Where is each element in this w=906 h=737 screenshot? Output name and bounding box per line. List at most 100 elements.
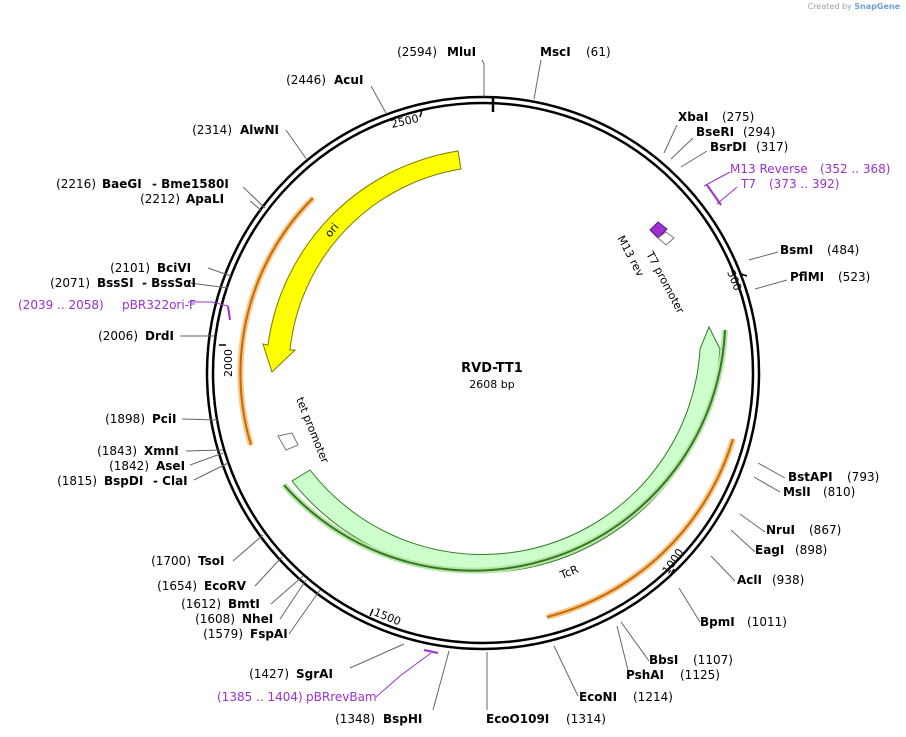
tsoi-pos: (1700) — [151, 554, 191, 568]
bstapi-name[interactable]: BstAPI — [788, 470, 833, 484]
bsrdi-name[interactable]: BsrDI — [710, 140, 747, 154]
bspdi-name[interactable]: BspDI — [104, 474, 143, 488]
bcivi-pos: (2101) — [110, 261, 150, 275]
bsssi-pos: (2071) — [50, 276, 90, 290]
leader-bbsi — [620, 621, 650, 662]
ecorv-name[interactable]: EcoRV — [204, 579, 247, 593]
pcii-pos: (1898) — [105, 412, 145, 426]
t7-name[interactable]: T7 — [740, 177, 756, 191]
mlui-name[interactable]: MluI — [447, 45, 476, 59]
leader-t7 — [716, 186, 738, 205]
eagi-name[interactable]: EagI — [755, 543, 784, 557]
alwni-name[interactable]: AlwNI — [240, 123, 279, 137]
baegi-name[interactable]: BaeGI — [102, 177, 142, 191]
leader-ecorv — [254, 556, 283, 587]
bbsi-name[interactable]: BbsI — [649, 653, 678, 667]
leader-mlui — [481, 59, 485, 97]
bpmi-pos: (1011) — [747, 615, 787, 629]
pcii-name[interactable]: PciI — [152, 412, 177, 426]
nhei-name[interactable]: NheI — [242, 612, 273, 626]
tick-label-2000: 2000 — [222, 349, 235, 377]
t7-range: (373 .. 392) — [769, 177, 839, 191]
plasmid-name: RVD-TT1 — [461, 361, 523, 376]
leader-apali — [249, 200, 263, 212]
bsphi-name[interactable]: BspHI — [383, 712, 422, 726]
bcivi-name[interactable]: BciVI — [157, 261, 191, 275]
leader-bseri — [670, 137, 694, 160]
bsssi-name[interactable]: BssSI — [97, 276, 134, 290]
leader-alwni — [285, 129, 308, 161]
leader-tsoi — [232, 534, 264, 562]
acii-name[interactable]: AclI — [737, 573, 762, 587]
leader-bsrdi — [680, 150, 708, 168]
leader-acii — [710, 555, 736, 582]
bsrdi-pos: (317) — [756, 140, 788, 154]
orange-arc-left[interactable] — [239, 197, 314, 446]
m13-rev-arrow[interactable] — [649, 221, 668, 239]
backbone-inner — [211, 101, 755, 645]
acui-pos: (2446) — [286, 73, 326, 87]
apali-name[interactable]: ApaLI — [186, 192, 224, 206]
bsssai-name[interactable]: - BssSαI — [142, 276, 196, 290]
msci-name[interactable]: MscI — [540, 45, 571, 59]
bbsi-pos: (1107) — [693, 653, 733, 667]
nrui-name[interactable]: NruI — [766, 523, 795, 537]
ori-feature[interactable] — [262, 150, 462, 373]
acui-name[interactable]: AcuI — [334, 73, 363, 87]
leader-bsssi — [189, 282, 229, 289]
pflmi-name[interactable]: PflMI — [790, 270, 824, 284]
m13rev-name[interactable]: M13 Reverse — [730, 162, 808, 176]
baegi-pos: (2216) — [56, 177, 96, 191]
pbr322-name[interactable]: pBR322ori-F — [122, 298, 196, 312]
bseri-name[interactable]: BseRI — [696, 125, 734, 139]
leader-m13rev — [703, 171, 731, 187]
pshai-pos: (1125) — [680, 668, 720, 682]
bpmi-name[interactable]: BpmI — [700, 615, 735, 629]
tick-mark-1500 — [369, 608, 374, 617]
xbai-pos: (275) — [722, 110, 754, 124]
xmni-name[interactable]: XmnI — [144, 444, 179, 458]
pbr322-primer-mark[interactable] — [227, 305, 231, 321]
pshai-name[interactable]: PshAI — [626, 668, 664, 682]
pbrrev-name[interactable]: pBRrevBam — [306, 690, 377, 704]
tcr-feature[interactable] — [291, 325, 721, 574]
bmti-name[interactable]: BmtI — [228, 597, 260, 611]
leader-bmti — [270, 575, 304, 605]
credit-prefix: Created by — [807, 2, 852, 11]
backbone-outer — [205, 95, 761, 651]
leader-acui — [370, 85, 387, 114]
clai-name[interactable]: - ClaI — [153, 474, 188, 488]
pbrrev-primer-mark[interactable] — [423, 649, 439, 654]
drdi-pos: (2006) — [98, 329, 138, 343]
tet-promoter-arrow[interactable] — [277, 432, 299, 451]
t7-promoter-arrow[interactable] — [657, 231, 675, 246]
tsoi-name[interactable]: TsoI — [198, 554, 224, 568]
nrui-pos: (867) — [809, 523, 841, 537]
bme1580i-name[interactable]: - Bme1580I — [152, 177, 229, 191]
leader-econi — [553, 645, 579, 697]
drdi-name[interactable]: DrdI — [145, 329, 174, 343]
econi-name[interactable]: EcoNI — [579, 690, 617, 704]
tick-mark-1000 — [669, 568, 675, 577]
m13-t7-primer-mark[interactable] — [706, 184, 722, 206]
asei-name[interactable]: AseI — [156, 459, 185, 473]
orange-arc-right[interactable] — [546, 438, 734, 618]
enzyme-labels: (2594) MluI MscI (61) (2446) AcuI (2314)… — [18, 45, 890, 726]
leader-xbai — [663, 124, 678, 154]
bspdi-pos: (1815) — [57, 474, 97, 488]
econi-pos: (1214) — [633, 690, 673, 704]
sgrai-name[interactable]: SgrAI — [296, 667, 333, 681]
leader-pflmi — [754, 279, 788, 290]
bsmi-name[interactable]: BsmI — [780, 243, 813, 257]
m13-rev-label: M13 rev — [614, 233, 647, 279]
xbai-name[interactable]: XbaI — [678, 110, 708, 124]
ecoo109i-name[interactable]: EcoO109I — [486, 712, 549, 726]
pflmi-pos: (523) — [838, 270, 870, 284]
leader-bsphi — [432, 650, 450, 711]
fspai-name[interactable]: FspAI — [250, 627, 288, 641]
pbrrev-range: (1385 .. 1404) — [217, 690, 303, 704]
asei-pos: (1842) — [109, 459, 149, 473]
leader-xmni — [185, 449, 224, 452]
xmni-pos: (1843) — [97, 444, 137, 458]
msli-name[interactable]: MslI — [783, 485, 811, 499]
